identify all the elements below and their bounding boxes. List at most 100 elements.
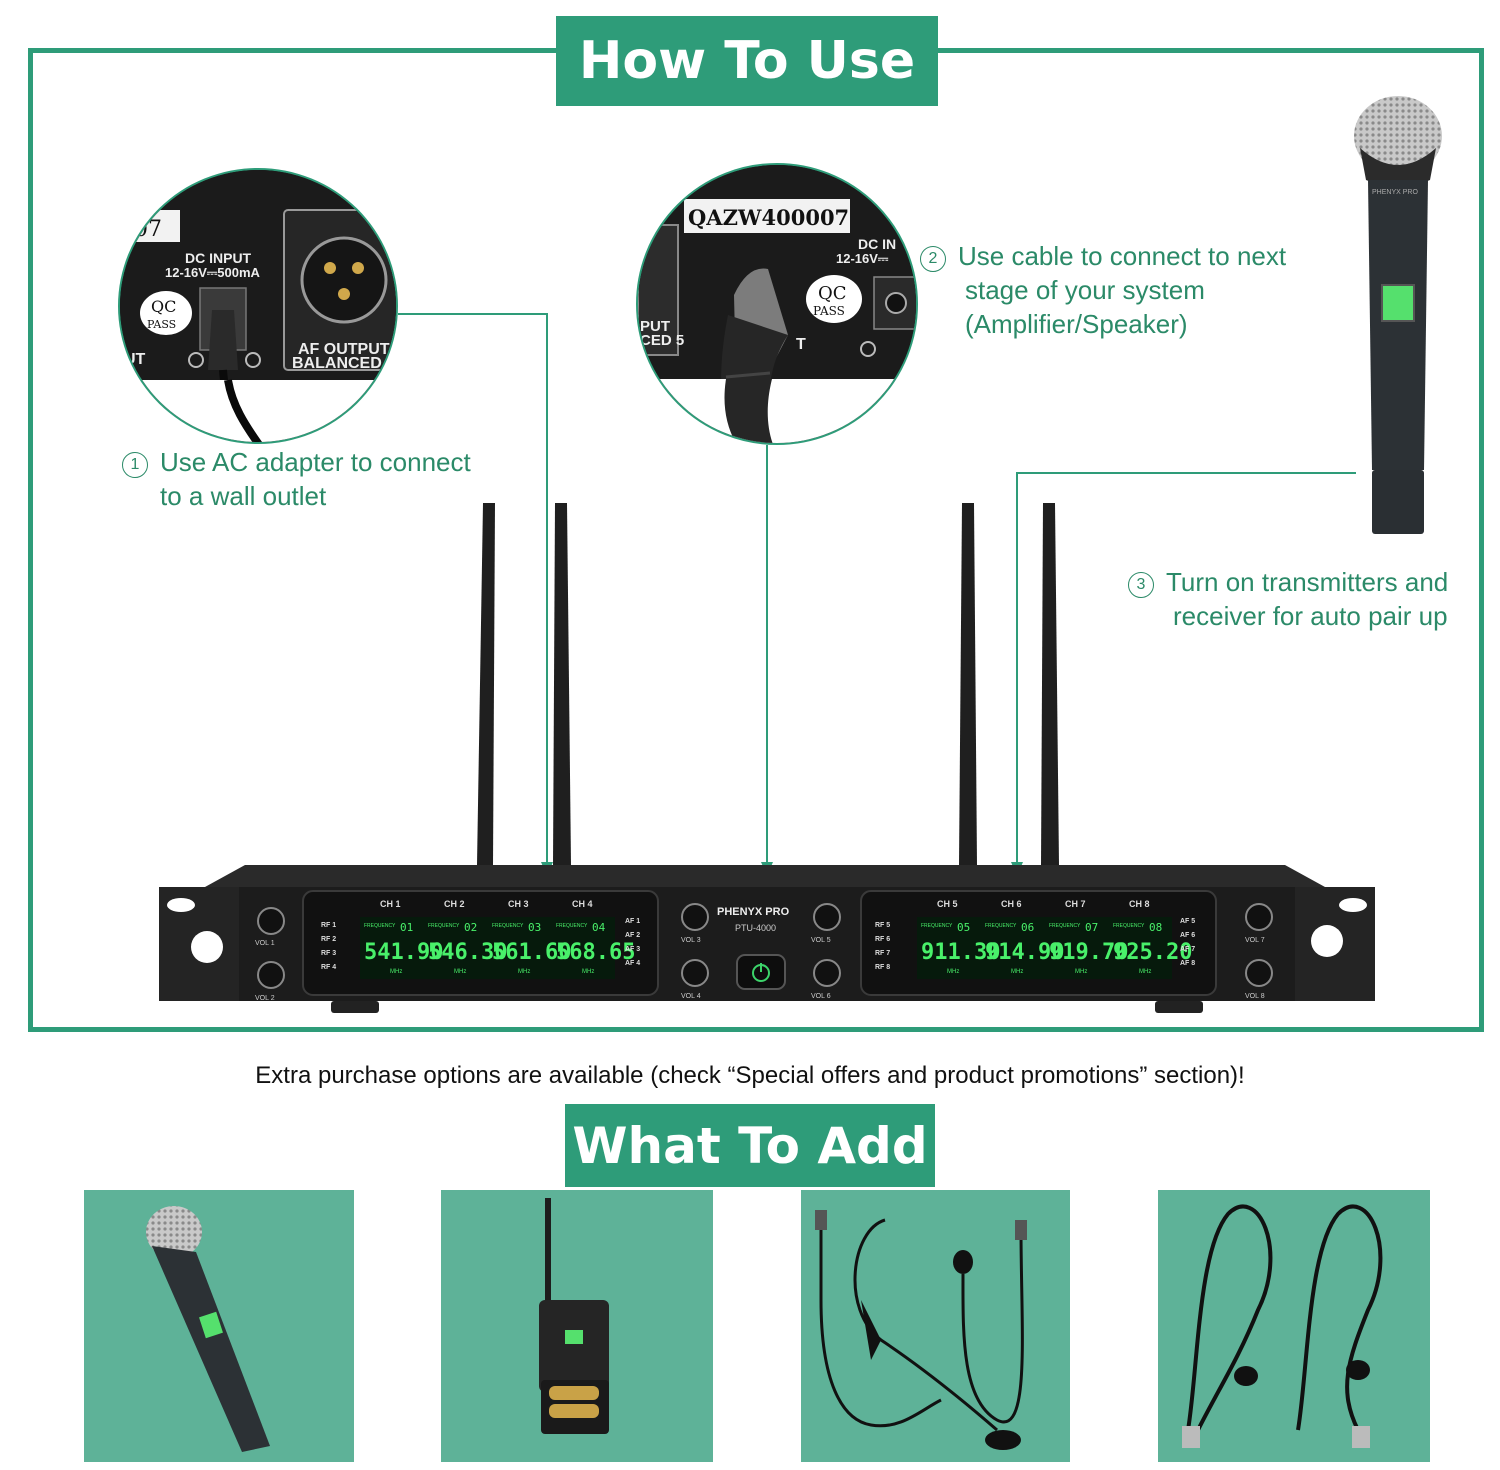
pass-label: PASS — [147, 318, 176, 331]
channel-label: CH 4 — [572, 899, 593, 909]
volume-label: VOL 3 — [681, 937, 701, 944]
volume-label: VOL 5 — [811, 937, 831, 944]
channel-label: CH 3 — [508, 899, 529, 909]
unit-label: MHz — [947, 969, 959, 975]
bodypack-transmitter-icon — [539, 1198, 609, 1434]
unit-label: MHz — [390, 969, 402, 975]
antenna-3 — [959, 503, 977, 865]
balanced-label: BALANCED — [292, 355, 382, 372]
channel-number: 07 — [1085, 921, 1098, 934]
side-fragment-label: UT — [124, 351, 146, 368]
frequency-readout: 925.20 — [1113, 940, 1192, 965]
step-3-number: 3 — [1128, 572, 1154, 598]
rf-indicator-label: RF 4 — [321, 964, 336, 971]
frequency-readout: 561.60 — [492, 940, 571, 965]
frequency-readout: 914.90 — [985, 940, 1064, 965]
af-indicator-label: AF 2 — [625, 932, 640, 939]
frequency-readout: 546.30 — [428, 940, 507, 965]
step-3-line-2: receiver for auto pair up — [1173, 601, 1448, 631]
unit-label: MHz — [454, 969, 466, 975]
channel-label: CH 8 — [1129, 899, 1150, 909]
step-2-line-3: (Amplifier/Speaker) — [965, 309, 1188, 339]
qc-label: QC — [151, 297, 176, 316]
rf-indicator-label: RF 5 — [875, 922, 890, 929]
channel-label: CH 6 — [1001, 899, 1022, 909]
step-2-number: 2 — [920, 246, 946, 272]
rf-indicator-label: RF 2 — [321, 936, 336, 943]
af-indicator-label: AF 3 — [625, 946, 640, 953]
frequency-label: FREQUENCY — [492, 923, 524, 929]
af-indicator-label: AF 7 — [1180, 946, 1195, 953]
step-2-text: 2 Use cable to connect to next stage of y… — [920, 239, 1340, 341]
balanced-fragment-label: CED 5 — [640, 332, 684, 349]
step-1-number: 1 — [122, 452, 148, 478]
extra-purchase-note: Extra purchase options are available (ch… — [255, 1062, 1245, 1089]
dc-input-closeup: 07 DC INPUT 12-16V⎓500mA QC PASS AF OUTP… — [118, 168, 398, 444]
channel-number: 05 — [957, 921, 970, 934]
volume-label: VOL 1 — [255, 940, 275, 947]
step-2-line-1: Use cable to connect to next — [958, 241, 1287, 271]
volume-label: VOL 4 — [681, 993, 701, 1000]
step-3-line-1: Turn on transmitters and — [1166, 567, 1449, 597]
unit-label: MHz — [582, 969, 594, 975]
af-indicator-label: AF 6 — [1180, 932, 1195, 939]
mic-brand-label: PHENYX PRO — [1372, 189, 1418, 196]
rf-indicator-label: RF 3 — [321, 950, 336, 957]
handheld-microphone-image: PHENYX PRO — [1354, 96, 1442, 534]
af-indicator-label: AF 4 — [625, 960, 640, 967]
volume-label: VOL 6 — [811, 993, 831, 1000]
channel-number: 08 — [1149, 921, 1162, 934]
frequency-label: FREQUENCY — [921, 923, 953, 929]
frequency-label: FREQUENCY — [364, 923, 396, 929]
step-1-line-1: Use AC adapter to connect — [160, 447, 471, 477]
af-output-closeup: QAZW400007 DC IN 12-16V⎓ QC PASS PUT CED… — [636, 163, 918, 445]
antenna-1 — [477, 503, 495, 865]
what-to-add-title: What To Add — [565, 1104, 935, 1187]
channel-number: 04 — [592, 921, 606, 934]
frequency-readout: 911.30 — [921, 940, 1000, 965]
rf-indicator-label: RF 8 — [875, 964, 890, 971]
unit-label: MHz — [1011, 969, 1023, 975]
frequency-readout: 568.65 — [556, 940, 635, 965]
step-1-line-2: to a wall outlet — [160, 481, 327, 511]
dc-spec-label-2: 12-16V⎓ — [836, 251, 889, 266]
step-1-text: 1 Use AC adapter to connect to a wall out… — [122, 445, 542, 513]
qc-label-2: QC — [818, 283, 847, 304]
step-2-line-2: stage of your system — [965, 275, 1205, 305]
add-headset-lavalier-tile[interactable] — [801, 1190, 1070, 1462]
unit-label: MHz — [518, 969, 530, 975]
antenna-2 — [553, 503, 571, 865]
add-handheld-mic-tile[interactable] — [84, 1190, 354, 1462]
brand-label: PHENYX PRO — [717, 906, 790, 918]
frequency-label: FREQUENCY — [428, 923, 460, 929]
af-indicator-label: AF 8 — [1180, 960, 1195, 967]
unit-label: MHz — [1139, 969, 1151, 975]
channel-number: 01 — [400, 921, 413, 934]
dc-input-label: DC INPUT — [185, 250, 252, 266]
channel-label: CH 7 — [1065, 899, 1086, 909]
add-bodypack-tile[interactable] — [441, 1190, 713, 1462]
channel-label: CH 5 — [937, 899, 958, 909]
volume-label: VOL 8 — [1245, 993, 1265, 1000]
channel-number: 03 — [528, 921, 541, 934]
input-fragment-label: PUT — [640, 318, 670, 335]
antenna-4 — [1041, 503, 1059, 865]
how-to-use-title: How To Use — [556, 16, 938, 106]
af-indicator-label: AF 5 — [1180, 918, 1195, 925]
headset-lavalier-icon — [815, 1210, 1027, 1450]
af-indicator-label: AF 1 — [625, 918, 640, 925]
dc-in-label: DC IN — [858, 236, 896, 252]
volume-label: VOL 7 — [1245, 937, 1265, 944]
frequency-label: FREQUENCY — [556, 923, 588, 929]
step-3-text: 3 Turn on transmitters and receiver for a… — [1128, 565, 1488, 633]
rf-indicator-label: RF 7 — [875, 950, 890, 957]
unit-label: MHz — [1075, 969, 1087, 975]
volume-label: VOL 2 — [255, 995, 275, 1002]
channel-label: CH 2 — [444, 899, 465, 909]
pass-label-2: PASS — [813, 304, 845, 318]
channel-number: 02 — [464, 921, 477, 934]
add-antenna-cable-tile[interactable] — [1158, 1190, 1430, 1462]
side-fragment-label-2: T — [796, 336, 806, 353]
frequency-readout: 541.90 — [364, 940, 443, 965]
